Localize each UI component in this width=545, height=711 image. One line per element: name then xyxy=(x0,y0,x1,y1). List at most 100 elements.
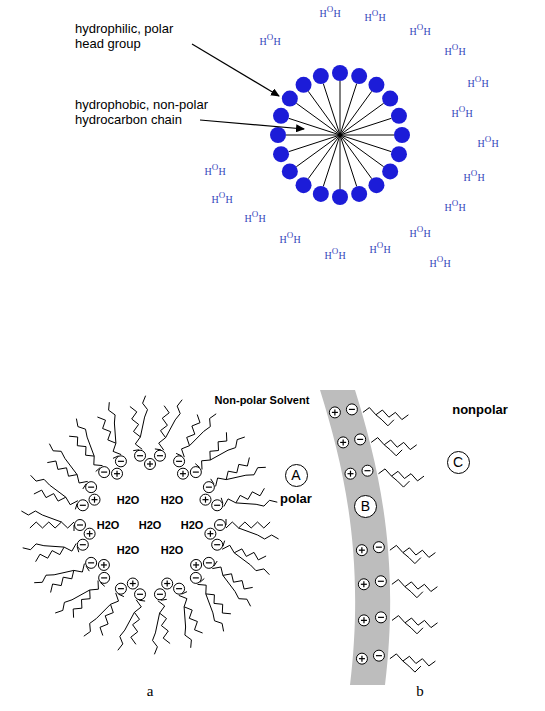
charge-symbol xyxy=(86,557,97,568)
reverse-micelle xyxy=(21,396,278,655)
charge-symbol xyxy=(361,656,362,662)
text-label: H xyxy=(258,213,265,225)
text-label: H xyxy=(273,36,280,48)
text-label: H xyxy=(467,78,474,90)
charge-symbol xyxy=(132,581,133,587)
hydrocarbon-tail xyxy=(403,661,421,672)
charge-symbol xyxy=(149,461,150,467)
charge-symbol xyxy=(205,528,216,539)
head-group xyxy=(282,91,298,107)
hydrocarbon-tail xyxy=(376,415,394,426)
text-label: O xyxy=(475,74,482,84)
text-label: H xyxy=(244,213,251,225)
text-label: H xyxy=(409,26,416,38)
charge-symbol xyxy=(80,505,86,506)
text-label: H xyxy=(409,228,416,240)
hydrocarbon-chain xyxy=(323,135,340,186)
hydrocarbon-chain xyxy=(340,135,341,189)
text-label: O xyxy=(267,32,274,42)
hydrocarbon-chain xyxy=(289,135,340,152)
text-label: H xyxy=(458,202,465,214)
hydrocarbon-tail xyxy=(212,567,252,589)
charge-symbol xyxy=(157,455,163,456)
text-label: H xyxy=(429,258,436,270)
text-label: O xyxy=(485,134,492,144)
charge-symbol xyxy=(338,437,349,448)
head-group xyxy=(332,189,348,205)
charge-symbol xyxy=(356,653,367,664)
charge-symbol xyxy=(363,617,364,623)
hydrocarbon-tail xyxy=(49,444,77,475)
hydrocarbon-tail xyxy=(140,396,147,437)
hydrocarbon-chain xyxy=(308,91,340,135)
text-label: H xyxy=(444,202,451,214)
charge-symbol xyxy=(346,404,357,415)
charge-symbol xyxy=(193,577,199,578)
charge-symbol xyxy=(200,494,211,505)
text-label: H xyxy=(443,258,450,270)
charge-symbol xyxy=(86,482,97,493)
hydrocarbon-tail xyxy=(159,406,170,451)
hydrocarbon-chain xyxy=(340,135,384,167)
charge-symbol xyxy=(89,494,100,505)
text-label: H xyxy=(491,138,498,150)
text-label: H2O xyxy=(117,494,140,507)
hydrocarbon-tail xyxy=(216,458,250,487)
charge-symbol xyxy=(375,576,386,587)
charge-symbol xyxy=(215,520,226,531)
hydrocarbon-chain xyxy=(286,135,340,136)
charge-symbol xyxy=(101,471,107,472)
text-label: H xyxy=(364,12,371,24)
text-label: H xyxy=(259,36,266,48)
leader-arrow xyxy=(200,120,304,129)
charge-symbol xyxy=(212,500,223,511)
charge-symbol xyxy=(182,471,183,477)
text-label: O xyxy=(219,190,226,200)
head-group xyxy=(313,68,329,84)
text-label: nonpolar xyxy=(452,403,508,418)
charge-symbol xyxy=(362,465,373,476)
text-label: b xyxy=(416,683,424,700)
head-group xyxy=(270,127,286,143)
hydrocarbon-chain xyxy=(340,135,394,136)
head-group xyxy=(332,65,348,81)
charge-symbol xyxy=(176,461,182,462)
charge-symbol xyxy=(167,581,168,587)
charge-symbol xyxy=(358,615,369,626)
charge-symbol xyxy=(135,589,146,600)
charge-symbol xyxy=(115,456,126,467)
text-label: H xyxy=(319,8,326,20)
charge-symbol xyxy=(206,562,212,563)
interface-region xyxy=(320,390,390,685)
hydrocarbon-tail xyxy=(384,445,402,456)
text-label: H xyxy=(463,172,470,184)
charge-symbol xyxy=(212,539,223,550)
charge-symbol xyxy=(88,562,94,563)
text-label: H xyxy=(383,244,390,256)
text-label: O xyxy=(471,168,478,178)
hydrocarbon-chain xyxy=(340,91,372,135)
text-label: H xyxy=(324,250,331,262)
hydrocarbon-tail xyxy=(379,469,425,481)
hydrocarbon-tail xyxy=(239,528,279,539)
head-group xyxy=(394,127,410,143)
text-label: O xyxy=(377,240,384,250)
charge-symbol xyxy=(116,471,117,477)
charge-symbol xyxy=(191,559,202,570)
hydrocarbon-chain xyxy=(296,103,340,135)
text-label: O xyxy=(212,162,219,172)
hydrocarbon-tail xyxy=(223,575,251,606)
charge-symbol xyxy=(127,578,138,589)
head-group xyxy=(296,177,312,193)
charge-symbol xyxy=(345,468,356,479)
hydrocarbon-tail xyxy=(392,476,410,487)
text-label: O xyxy=(372,8,379,18)
charge-symbol xyxy=(162,578,173,589)
hydrocarbon-tail xyxy=(166,400,183,438)
hydrocarbon-tail xyxy=(34,570,74,582)
charge-symbol xyxy=(334,409,335,415)
text-label: H xyxy=(225,194,232,206)
charge-symbol xyxy=(154,589,165,600)
callout-label: hydrophobic, non-polar hydrocarbon chain xyxy=(75,98,215,128)
text-label: O xyxy=(327,4,334,14)
